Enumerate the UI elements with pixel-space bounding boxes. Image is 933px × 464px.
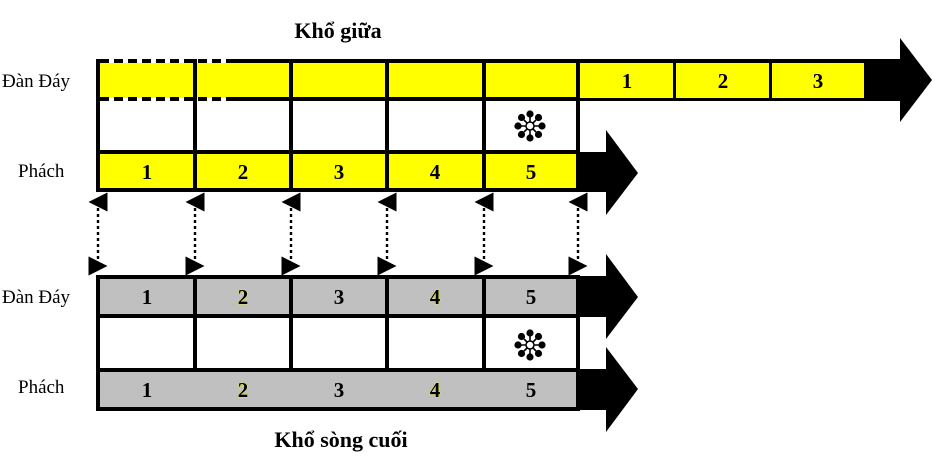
- bottom-phach-arrow: [576, 347, 638, 432]
- flower-icon: [514, 329, 546, 361]
- bottom-dan-day-band: [100, 279, 576, 314]
- top-phach-number-4: 4: [430, 160, 441, 184]
- top-dan-day-empty-band: [100, 63, 576, 98]
- bottom-dan-day-number-3: 3: [334, 285, 345, 309]
- flower-icon: [514, 110, 546, 142]
- bottom-section-title: Khổ sòng cuối: [274, 427, 407, 452]
- top-dan-day-cell-3: [772, 63, 864, 98]
- top-dan-day-number-2: 2: [718, 69, 729, 93]
- top-dan-day-cell-1: [580, 63, 673, 98]
- top-dan-day-row: 1 2 3: [100, 38, 932, 122]
- bottom-phach-band: [100, 372, 576, 407]
- bottom-phach-label: Phách: [18, 377, 65, 398]
- top-phach-arrow: [576, 130, 638, 215]
- bottom-phach-number-4: 4: [430, 378, 441, 402]
- bottom-dan-day-arrow: [576, 254, 638, 339]
- connector-arrows: [88, 192, 588, 276]
- top-phach-number-5: 5: [526, 160, 537, 184]
- top-dan-day-number-3: 3: [813, 69, 824, 93]
- top-phach-number-3: 3: [334, 160, 345, 184]
- top-dan-day-label: Đàn Đáy: [2, 71, 71, 92]
- bottom-phach-number-1: 1: [142, 378, 153, 402]
- top-section-title: Khổ giữa: [294, 18, 381, 43]
- top-phach-row: 1 2 3 4 5: [96, 130, 638, 215]
- bottom-dan-day-number-2: 2: [238, 285, 249, 309]
- bottom-dan-day-row: 1 2 3 4 5: [96, 254, 638, 339]
- top-phach-label: Phách: [18, 161, 65, 182]
- bottom-dan-day-number-4: 4: [430, 285, 441, 309]
- top-dan-day-cell-2: [676, 63, 769, 98]
- bottom-phach-number-2: 2: [238, 378, 249, 402]
- bottom-dan-day-label: Đàn Đáy: [2, 287, 71, 308]
- top-dan-day-number-1: 1: [622, 69, 633, 93]
- top-phach-number-1: 1: [142, 160, 153, 184]
- top-phach-number-2: 2: [238, 160, 249, 184]
- top-phach-band: [100, 154, 576, 189]
- bottom-dan-day-number-5: 5: [526, 285, 537, 309]
- bottom-phach-number-3: 3: [334, 378, 345, 402]
- bottom-phach-row: 1 2 3 4 5: [96, 347, 638, 432]
- bottom-dan-day-number-1: 1: [142, 285, 153, 309]
- bottom-phach-number-5: 5: [526, 378, 537, 402]
